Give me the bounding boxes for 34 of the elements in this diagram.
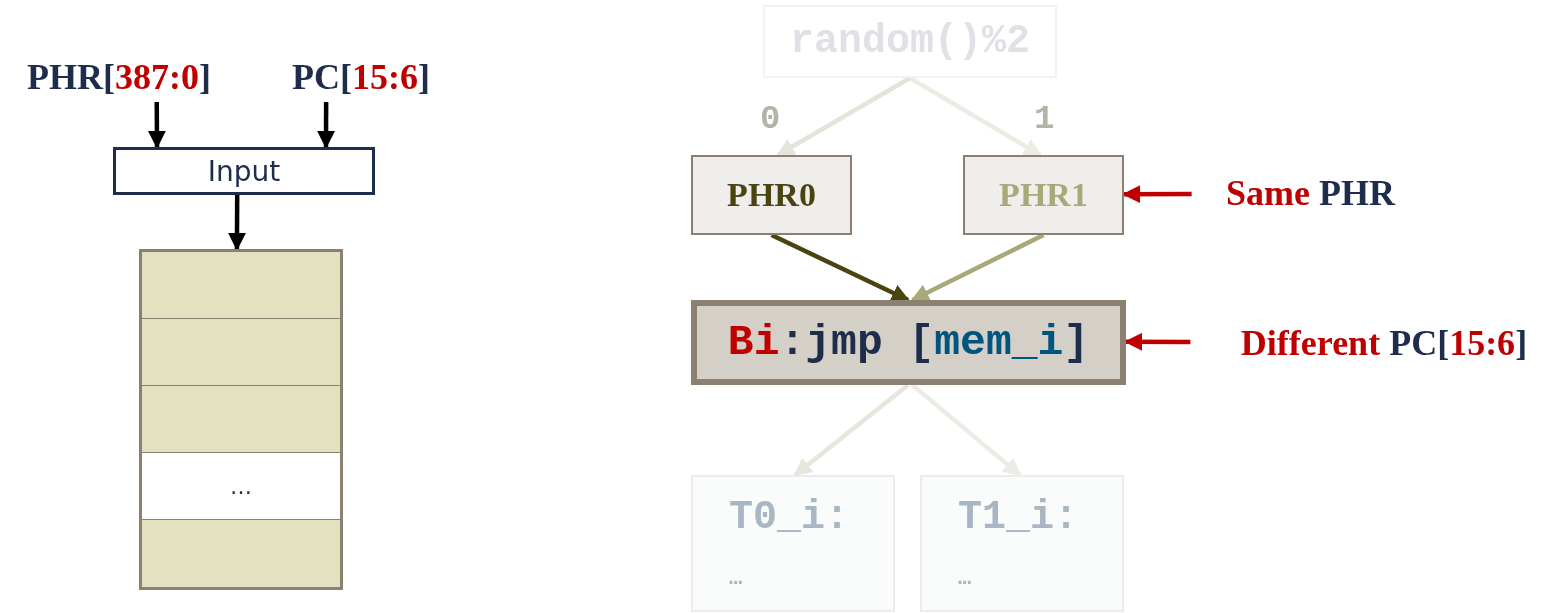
box-label: PHR0 [727, 176, 816, 214]
table-drawing [139, 249, 343, 590]
ellipsis-text: … [729, 566, 743, 591]
input-box [113, 147, 375, 195]
branch-box [691, 300, 1126, 385]
signal-label: PHR[387:0] [27, 56, 211, 98]
table-row [141, 385, 341, 453]
arrow [147, 102, 166, 149]
arrow [910, 233, 1045, 302]
box-label: T1_i: [958, 495, 1079, 540]
target-box [920, 475, 1124, 612]
annotation-text: Same PHR [1226, 172, 1395, 214]
annotation-text: Different PC[15:6] [1240, 322, 1528, 364]
box-label: T0_i: [729, 495, 850, 540]
table-row [141, 318, 341, 386]
table-row [141, 519, 341, 588]
arrow [776, 76, 912, 157]
box-label: Input [207, 154, 281, 188]
table-row [141, 251, 341, 319]
box-label: … [230, 473, 252, 499]
phr-box [963, 155, 1124, 235]
table-row [141, 452, 341, 520]
ellipsis-text: … [958, 566, 972, 591]
arrow [910, 383, 1022, 477]
arrow [317, 102, 336, 149]
phr-box [691, 155, 852, 235]
box-label: PHR1 [999, 176, 1088, 214]
signal-label: PC[15:6] [292, 56, 430, 98]
arrow [793, 383, 910, 477]
arrow [908, 76, 1042, 157]
box-label: Bi:jmp [mem_i] [727, 318, 1090, 367]
target-box [691, 475, 895, 612]
arrow [228, 195, 246, 251]
code-box [763, 5, 1057, 78]
